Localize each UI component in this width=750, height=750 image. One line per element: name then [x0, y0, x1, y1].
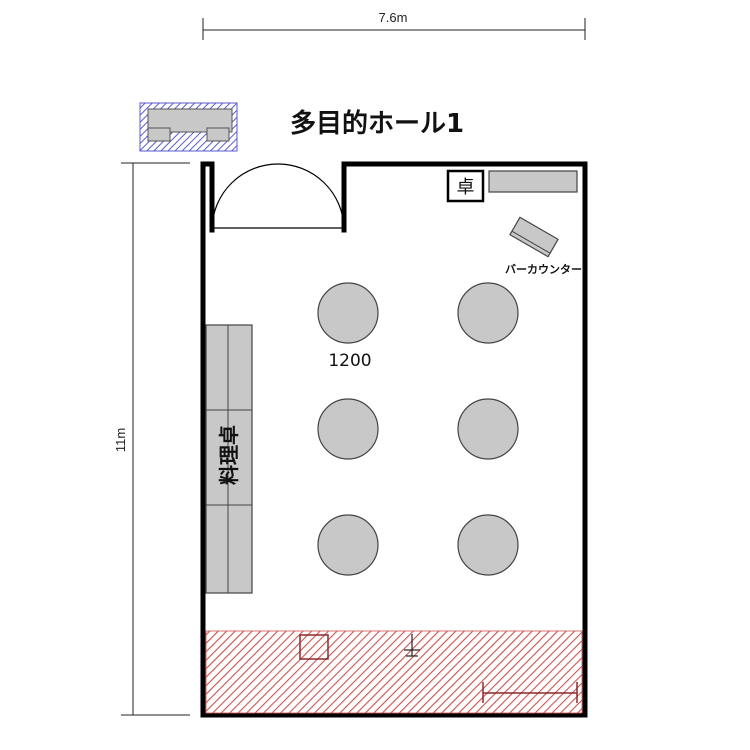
bench [488, 170, 578, 193]
round-tables [317, 282, 519, 576]
small-table: 卓 [446, 169, 485, 203]
cooking-table-label: 料理卓 [217, 425, 241, 485]
height-dimension: 11m [113, 162, 190, 716]
page-title: 多目的ホール1 [290, 108, 464, 139]
stage-rail [482, 682, 578, 703]
width-label: 7.6m [379, 10, 408, 25]
cooking-table: 料理卓 [205, 324, 253, 594]
room-walls [200, 161, 588, 718]
small-table-label: 卓 [457, 177, 475, 198]
bar-counter: バーカウンター [505, 216, 582, 276]
stage-area [205, 630, 583, 714]
table-size-label: 1200 [328, 351, 371, 371]
entrance-door [211, 163, 345, 229]
storage-item [139, 102, 238, 152]
round-table [457, 398, 519, 460]
bar-counter-label: バーカウンター [505, 263, 582, 276]
round-table [457, 514, 519, 576]
round-table [317, 398, 379, 460]
round-table [317, 282, 379, 344]
microphone-stand-icon [404, 634, 420, 657]
height-label: 11m [113, 428, 128, 452]
round-table [317, 514, 379, 576]
round-table [457, 282, 519, 344]
width-dimension: 7.6m [202, 10, 586, 40]
stage-box [299, 634, 329, 660]
